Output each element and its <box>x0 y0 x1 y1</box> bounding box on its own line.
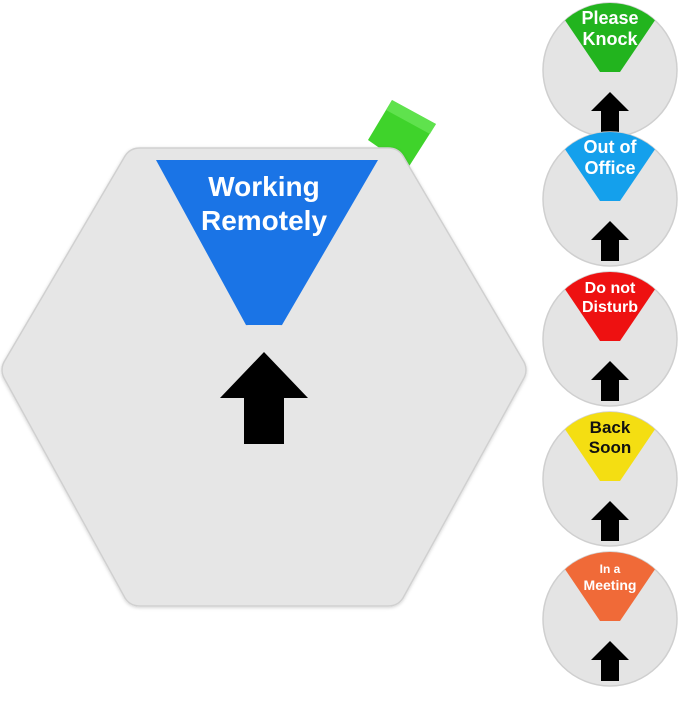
arrow-up-icon <box>591 641 629 681</box>
main-status-line-1: Working <box>208 171 319 202</box>
arrow-up-icon <box>591 92 629 132</box>
variant-status-line: Back <box>590 418 631 437</box>
main-status-line-2: Remotely <box>201 205 327 236</box>
variant-status-line: Do not <box>585 280 636 297</box>
variant-status-line: Disturb <box>582 299 638 316</box>
main-status-window <box>156 160 378 325</box>
variant-status-line: Soon <box>589 438 632 457</box>
variant-status-line: In a <box>600 562 621 576</box>
arrow-up-icon <box>591 501 629 541</box>
variant-status-window <box>552 412 668 481</box>
variant-status-window <box>552 552 668 621</box>
variant-status-line: Office <box>584 158 635 178</box>
variant-status-line: Please <box>581 8 638 28</box>
variant-status-window <box>552 132 668 201</box>
variant-status-window <box>552 272 668 341</box>
variant-status-line: Knock <box>582 29 638 49</box>
variant-status-window <box>552 3 668 72</box>
arrow-up-icon <box>591 221 629 261</box>
arrow-up-icon <box>220 352 308 444</box>
main-hexagon-sign: Working Remotely <box>1 147 527 607</box>
arrow-up-icon <box>591 361 629 401</box>
variant-status-line: Out of <box>584 137 638 157</box>
variant-status-line: Meeting <box>584 577 637 593</box>
